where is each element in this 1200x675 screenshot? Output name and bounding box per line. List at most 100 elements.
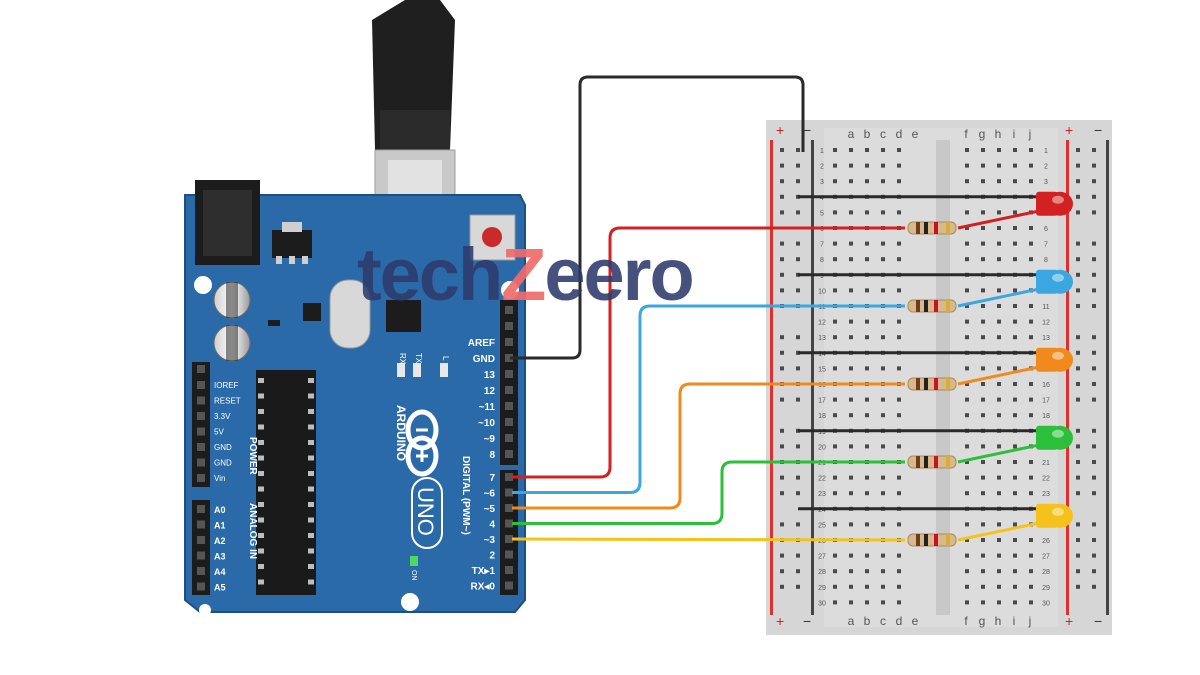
column-letter: g: [979, 127, 986, 141]
bottom-header-pin-label: 4: [489, 520, 495, 531]
row-number: 23: [818, 491, 826, 498]
bottom-header-pin-label: TX▸1: [472, 566, 496, 577]
digital-header-top: [500, 300, 518, 465]
signal-wire: [512, 460, 905, 525]
column-letter: a: [848, 127, 855, 141]
row-number: 5: [820, 210, 824, 217]
usb-cable: [372, 0, 456, 226]
top-header-pin-label: GND: [473, 354, 495, 365]
led-leg-wire: [957, 521, 1041, 542]
signal-wire: [512, 226, 905, 479]
power-pin-label: 3.3V: [214, 412, 231, 421]
row-number: 26: [818, 538, 826, 545]
analog-pin-label: A5: [214, 583, 226, 593]
bottom-header-pin-label: 2: [489, 551, 495, 562]
row-number: 27: [1042, 554, 1050, 561]
column-letter: b: [864, 127, 871, 141]
watermark-tech: tech: [357, 233, 501, 316]
row-number: 17: [1042, 398, 1050, 405]
power-pin-label: Vin: [214, 474, 225, 483]
rail-minus-label: −: [1094, 613, 1102, 629]
bottom-header-pin-label: ~6: [484, 489, 496, 500]
top-header-pin-label: ~10: [478, 418, 495, 429]
row-number: 13: [818, 335, 826, 342]
led-blue: [1036, 269, 1073, 294]
column-letter: i: [1013, 614, 1016, 628]
column-letter: j: [1028, 127, 1032, 141]
power-pin-label: IOREF: [214, 381, 239, 390]
crystal-oscillator: [329, 279, 371, 349]
row-number: 16: [1042, 382, 1050, 389]
watermark: techZeero: [357, 233, 695, 316]
row-number: 18: [818, 413, 826, 420]
row-number: 6: [1044, 226, 1048, 233]
row-number: 8: [1044, 257, 1048, 264]
power-pin-label: GND: [214, 459, 232, 468]
rail-plus-label: +: [776, 122, 784, 138]
row-number: 13: [1042, 335, 1050, 342]
led-orange: [1036, 347, 1073, 372]
board-l-label: L: [441, 356, 450, 361]
column-letter: b: [864, 614, 871, 628]
on-label: ON: [410, 570, 417, 581]
led-leg-wire: [957, 443, 1041, 464]
row-number: 30: [818, 600, 826, 607]
power-header: [192, 362, 210, 487]
column-letter: c: [880, 614, 886, 628]
mounting-hole: [401, 593, 419, 611]
brand-label: ARDUINO: [394, 405, 408, 461]
column-letter: h: [995, 127, 1002, 141]
column-letter: h: [995, 614, 1002, 628]
rail-minus-label: −: [803, 613, 811, 629]
signal-wire: [512, 382, 905, 510]
column-letter: g: [979, 614, 986, 628]
analog-pin-label: A1: [214, 521, 226, 531]
row-number: 20: [818, 444, 826, 451]
row-number: 2: [820, 164, 824, 171]
row-number: 1: [820, 148, 824, 155]
led-red: [1036, 191, 1073, 216]
row-number: 29: [818, 585, 826, 592]
led-circuit-yellow: [511, 503, 1073, 547]
led-circuit-green: [512, 425, 1073, 525]
top-header-pin-label: AREF: [468, 338, 495, 349]
arduino-board: RX TX L ARDUINO UNO ON DIGITAL (PWM~) PO…: [184, 180, 526, 616]
rail-minus-label: −: [803, 122, 811, 138]
column-letter: j: [1028, 614, 1032, 628]
resistor: [907, 377, 957, 391]
row-number: 25: [818, 522, 826, 529]
row-number: 11: [1042, 304, 1049, 311]
row-number: 23: [1042, 491, 1050, 498]
top-header-pin-label: ~9: [484, 434, 496, 445]
row-number: 2: [1044, 164, 1048, 171]
capacitor: [213, 324, 251, 362]
arduino-logo: [405, 409, 439, 477]
led-circuit-orange: [512, 347, 1073, 510]
row-number: 21: [1042, 460, 1050, 467]
row-number: 3: [1044, 179, 1048, 186]
led-leg-wire: [957, 209, 1041, 230]
row-number: 7: [1044, 242, 1048, 249]
power-pin-label: GND: [214, 443, 232, 452]
led-circuits: [511, 191, 1073, 547]
gnd-wire: [510, 75, 805, 360]
row-number: 8: [820, 257, 824, 264]
analog-label: ANALOG IN: [247, 503, 258, 559]
capacitor: [213, 281, 251, 319]
rail-plus-label: +: [1065, 122, 1073, 138]
svg-text:techZeero: techZeero: [357, 233, 693, 316]
resistor: [907, 455, 957, 469]
board-rx-label: RX: [398, 353, 407, 365]
row-number: 18: [1042, 413, 1050, 420]
resistor: [907, 299, 957, 313]
led-leg-wire: [957, 365, 1041, 386]
led-green: [1036, 425, 1073, 450]
power-pin-label: RESET: [214, 397, 241, 406]
top-header-pin-label: 13: [484, 370, 496, 381]
row-number: 15: [818, 366, 826, 373]
rail-plus-label: +: [1065, 613, 1073, 629]
rail-plus-label: +: [776, 613, 784, 629]
